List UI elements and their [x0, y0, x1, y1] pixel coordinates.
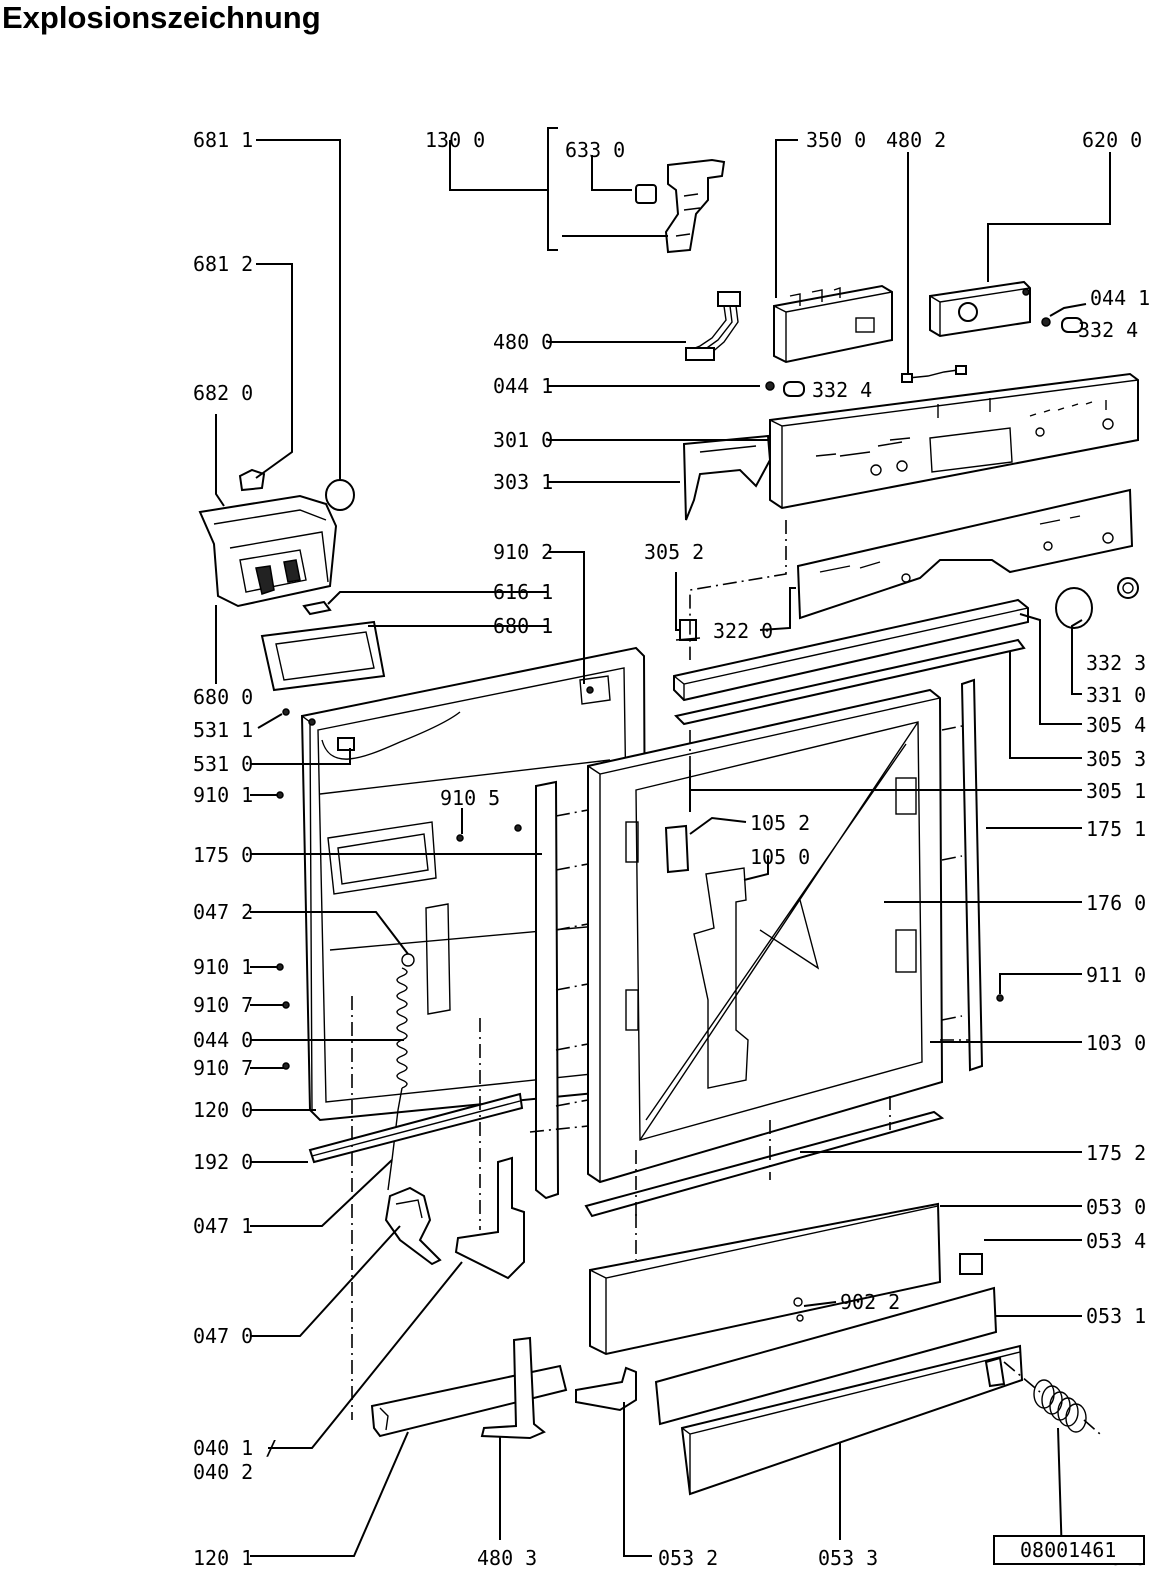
part-control-board [773, 284, 893, 364]
label-040-1: 040 1 / [193, 1436, 277, 1460]
label-044-0: 044 0 [193, 1028, 253, 1052]
label-680-1: 680 1 [493, 614, 553, 638]
label-305-3: 305 3 [1086, 747, 1146, 771]
label-047-2: 047 2 [193, 900, 253, 924]
label-105-2: 105 2 [750, 811, 810, 835]
part-control-panel [769, 372, 1139, 510]
explosion-lines [351, 520, 1101, 1435]
label-175-2: 175 2 [1086, 1141, 1146, 1165]
label-910-7-b: 910 7 [193, 1056, 253, 1080]
part-display-module [929, 280, 1031, 338]
label-120-1: 120 1 [193, 1546, 253, 1570]
label-175-1: 175 1 [1086, 817, 1146, 841]
label-620-0: 620 0 [1082, 128, 1142, 152]
label-192-0: 192 0 [193, 1150, 253, 1174]
label-616-1: 616 1 [493, 580, 553, 604]
part-number-labels: 681 1 130 0 633 0 350 0 480 2 620 0 681 … [193, 128, 1150, 1570]
label-301-0: 301 0 [493, 428, 553, 452]
part-hinge-bracket [635, 158, 726, 254]
part-fascia-foil [796, 488, 1134, 620]
label-047-0: 047 0 [193, 1324, 253, 1348]
parts-layer [198, 158, 1139, 1496]
label-105-0: 105 0 [750, 845, 810, 869]
part-outer-door [587, 688, 944, 1184]
label-053-2: 053 2 [658, 1546, 718, 1570]
label-480-3: 480 3 [477, 1546, 537, 1570]
part-detergent-dispenser [198, 468, 338, 608]
part-coil-spring [1033, 1379, 1087, 1433]
label-902-2: 902 2 [840, 1290, 900, 1314]
label-910-1-a: 910 1 [193, 783, 253, 807]
label-176-0: 176 0 [1086, 891, 1146, 915]
label-350-0: 350 0 [806, 128, 866, 152]
label-480-0: 480 0 [493, 330, 553, 354]
label-910-5: 910 5 [440, 786, 500, 810]
label-305-2: 305 2 [644, 540, 704, 564]
label-680-0: 680 0 [193, 685, 253, 709]
label-303-1: 303 1 [493, 470, 553, 494]
leader-lines [215, 127, 1111, 1559]
label-910-1-b: 910 1 [193, 955, 253, 979]
label-681-2: 681 2 [193, 252, 253, 276]
label-681-1: 681 1 [193, 128, 253, 152]
label-047-1: 047 1 [193, 1214, 253, 1238]
label-040-2: 040 2 [193, 1460, 253, 1484]
label-130-0: 130 0 [425, 128, 485, 152]
label-911-0: 911 0 [1086, 963, 1146, 987]
label-531-1: 531 1 [193, 718, 253, 742]
label-053-3: 053 3 [818, 1546, 878, 1570]
part-cable-harness [685, 291, 741, 361]
label-044-1-a: 044 1 [1090, 286, 1150, 310]
label-322-0: 322 0 [713, 619, 773, 643]
label-053-1: 053 1 [1086, 1304, 1146, 1328]
label-053-0: 053 0 [1086, 1195, 1146, 1219]
label-332-4-b: 332 4 [812, 378, 872, 402]
page-title: Explosionszeichnung [2, 0, 321, 35]
label-332-4-a: 332 4 [1078, 318, 1138, 342]
label-305-4: 305 4 [1086, 713, 1146, 737]
label-682-0: 682 0 [193, 381, 253, 405]
drawing-code-text: 08001461 [1020, 1538, 1116, 1562]
label-044-1-b: 044 1 [493, 374, 553, 398]
label-480-2: 480 2 [886, 128, 946, 152]
label-531-0: 531 0 [193, 752, 253, 776]
label-305-1: 305 1 [1086, 779, 1146, 803]
label-332-3: 332 3 [1086, 651, 1146, 675]
label-633-0: 633 0 [565, 138, 625, 162]
label-910-7-a: 910 7 [193, 993, 253, 1017]
label-910-2: 910 2 [493, 540, 553, 564]
drawing-code: 08001461 [993, 1535, 1145, 1565]
label-175-0: 175 0 [193, 843, 253, 867]
label-331-0: 331 0 [1086, 683, 1146, 707]
label-120-0: 120 0 [193, 1098, 253, 1122]
label-103-0: 103 0 [1086, 1031, 1146, 1055]
label-053-4: 053 4 [1086, 1229, 1146, 1253]
